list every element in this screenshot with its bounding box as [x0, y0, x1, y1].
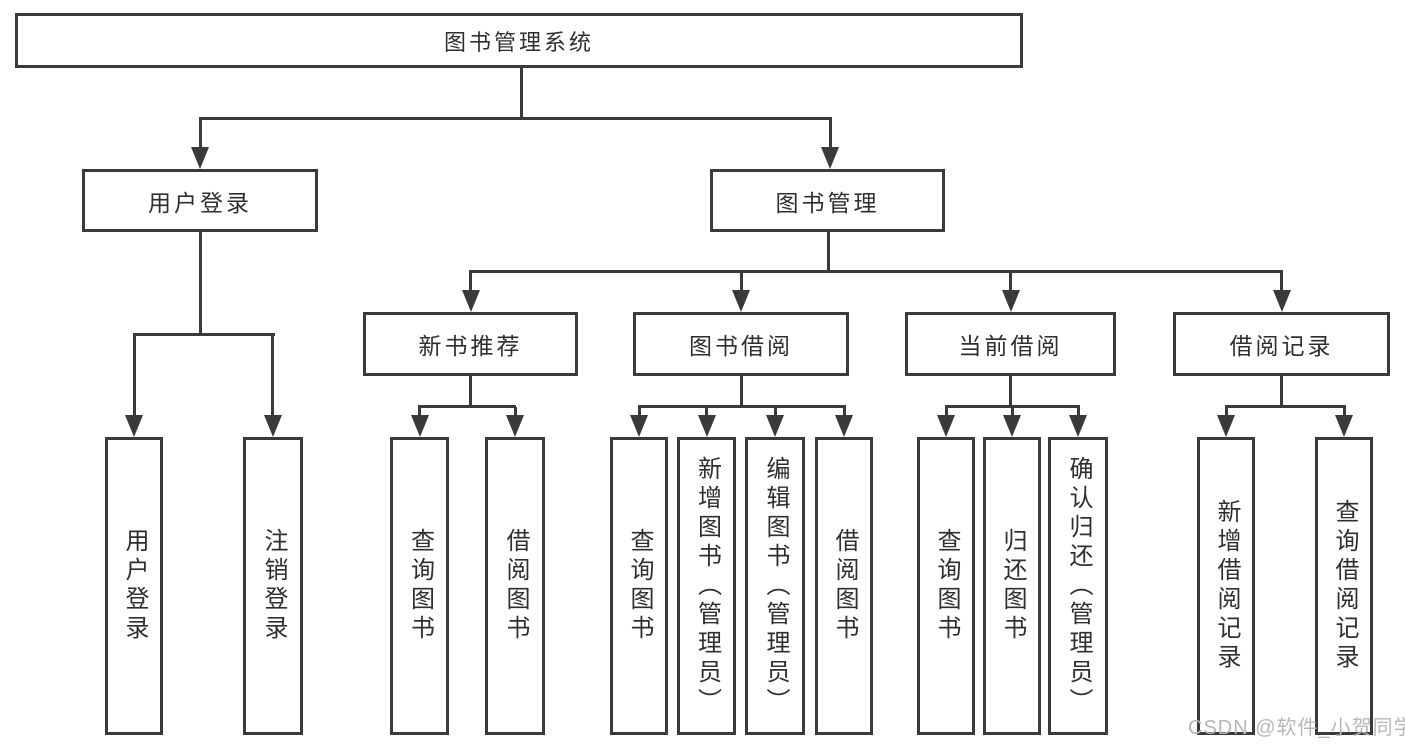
arrowhead-down-icon: [410, 415, 429, 437]
node-book-management-branch: 图书管理: [710, 169, 945, 232]
node-label: 当前借阅: [958, 333, 1063, 359]
connector-line: [637, 407, 641, 417]
node-current-borrowing: 当前借阅: [905, 312, 1116, 376]
connector-line: [828, 118, 832, 149]
arrowhead-down-icon: [1001, 290, 1020, 312]
connector-line: [469, 272, 472, 291]
connector-line: [842, 407, 846, 417]
connector-line: [1280, 376, 1283, 407]
connector-line: [1342, 407, 1346, 417]
connector-line: [1009, 272, 1012, 291]
arrowhead-down-icon: [1069, 415, 1087, 437]
connector-line: [418, 407, 421, 417]
leaf-query-books-current: 查询图书: [917, 437, 975, 735]
connector-line: [739, 376, 743, 407]
connector-line: [826, 232, 830, 273]
node-label: 查询借阅记录: [1331, 499, 1358, 673]
node-label: 用户登录: [121, 528, 148, 644]
node-label: 确认归还（管理员）: [1065, 455, 1092, 717]
leaf-add-borrow-record: 新增借阅记录: [1197, 437, 1255, 735]
arrowhead-down-icon: [835, 415, 853, 437]
arrowhead-down-icon: [1272, 290, 1291, 312]
node-borrowing-records: 借阅记录: [1173, 312, 1390, 376]
node-label: 归还图书: [999, 528, 1026, 644]
arrowhead-down-icon: [506, 415, 524, 437]
leaf-query-borrow-record: 查询借阅记录: [1315, 437, 1373, 735]
node-label: 用户登录: [148, 189, 252, 216]
node-root-library-system: 图书管理系统: [15, 13, 1023, 68]
connector-line: [1280, 272, 1283, 291]
arrowhead-down-icon: [697, 415, 716, 437]
connector-line: [1224, 405, 1346, 408]
node-label: 借阅图书: [831, 528, 858, 644]
arrowhead-down-icon: [821, 147, 839, 169]
connector-line: [519, 68, 523, 119]
node-new-book-recommendation: 新书推荐: [363, 312, 578, 376]
connector-line: [944, 407, 948, 417]
node-label: 新增借阅记录: [1213, 499, 1240, 673]
connector-line: [705, 407, 708, 417]
connector-line: [198, 118, 202, 149]
arrowhead-down-icon: [263, 415, 282, 437]
node-label: 借阅记录: [1229, 333, 1334, 359]
connector-line: [944, 405, 1080, 408]
node-label: 图书管理系统: [443, 29, 594, 55]
node-label: 编辑图书（管理员）: [762, 455, 789, 717]
connector-line: [418, 405, 516, 408]
connector-line: [637, 405, 846, 408]
node-label: 查询图书: [406, 528, 434, 644]
arrowhead-down-icon: [766, 415, 784, 437]
leaf-add-books-admin: 新增图书（管理员）: [677, 437, 736, 735]
node-label: 图书借阅: [689, 333, 793, 359]
connector-line: [132, 333, 275, 336]
leaf-borrow-books-recommend: 借阅图书: [485, 437, 545, 735]
arrowhead-down-icon: [630, 415, 648, 437]
connector-line: [1076, 407, 1080, 417]
node-label: 新书推荐: [418, 333, 523, 359]
connector-line: [1010, 407, 1014, 417]
arrowhead-down-icon: [937, 415, 955, 437]
node-label: 借阅图书: [502, 528, 529, 644]
leaf-confirm-return-admin: 确认归还（管理员）: [1048, 437, 1108, 735]
arrowhead-down-icon: [732, 290, 750, 312]
arrowhead-down-icon: [1003, 415, 1021, 437]
node-book-borrowing: 图书借阅: [633, 312, 849, 376]
node-label: 注销登录: [260, 528, 287, 644]
connector-line: [132, 334, 136, 416]
node-user-login-branch: 用户登录: [82, 169, 318, 232]
connector-line: [271, 334, 274, 416]
leaf-query-books-borrowing: 查询图书: [610, 437, 668, 735]
node-label: 查询图书: [626, 528, 653, 644]
connector-line: [469, 270, 1283, 273]
node-label: 新增图书（管理员）: [693, 455, 721, 717]
connector-line: [773, 407, 777, 417]
leaf-edit-books-admin: 编辑图书（管理员）: [745, 437, 805, 735]
leaf-user-login: 用户登录: [105, 437, 163, 735]
arrowhead-down-icon: [461, 290, 480, 312]
connector-line: [739, 272, 743, 291]
csdn-watermark: CSDN @软件_小贺同学: [1188, 717, 1405, 739]
leaf-logout: 注销登录: [243, 437, 303, 735]
leaf-return-books: 归还图书: [983, 437, 1041, 735]
arrowhead-down-icon: [125, 415, 143, 437]
arrowhead-down-icon: [1335, 415, 1353, 437]
arrowhead-down-icon: [191, 147, 209, 169]
leaf-borrow-books-borrowing: 借阅图书: [815, 437, 873, 735]
connector-line: [1009, 376, 1012, 407]
connector-line: [1224, 407, 1228, 417]
node-label: 图书管理: [775, 189, 880, 216]
node-label: 查询图书: [933, 528, 960, 644]
connector-line: [469, 376, 472, 407]
connector-line: [198, 232, 202, 335]
connector-line: [198, 117, 832, 120]
arrowhead-down-icon: [1217, 415, 1235, 437]
connector-line: [513, 407, 517, 417]
leaf-query-books-recommend: 查询图书: [390, 437, 449, 735]
